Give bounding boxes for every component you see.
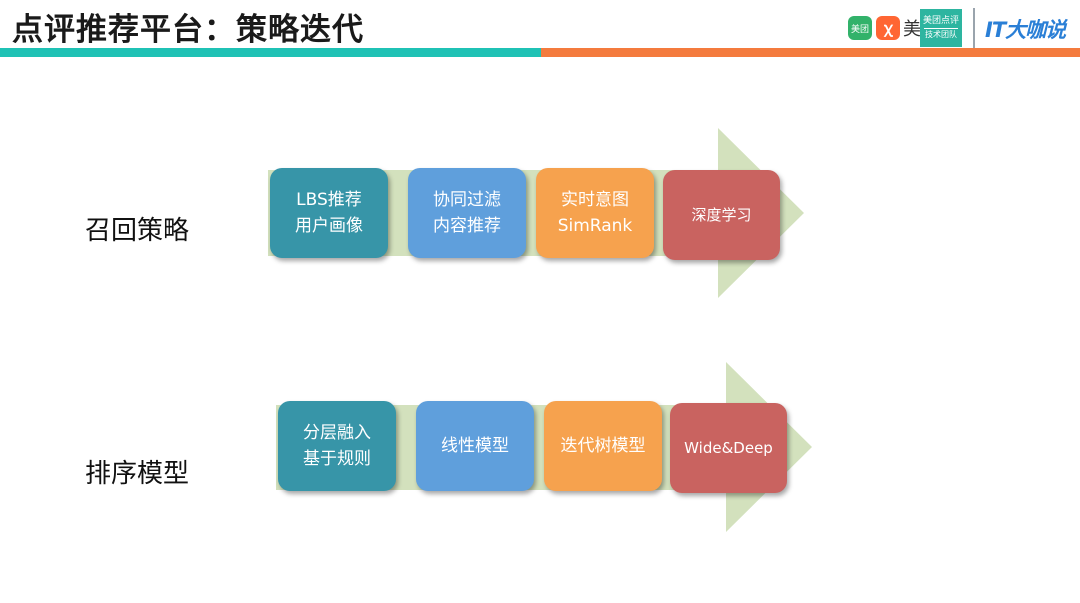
mei-char: 美	[903, 19, 921, 40]
logo-separator	[973, 8, 975, 48]
dianping-logo-icon: ꭓ	[876, 16, 900, 40]
recall-step-4: 深度学习	[663, 170, 780, 260]
ranking-step-1-line1: 分层融入	[303, 423, 371, 443]
ranking-step-2-line1: 线性模型	[441, 436, 509, 456]
recall-step-2: 协同过滤 内容推荐	[408, 168, 526, 258]
recall-step-3-line2: SimRank	[557, 216, 633, 236]
meituan-logo-icon: 美团	[848, 16, 872, 40]
row-label-recall: 召回策略	[85, 216, 190, 246]
header-bar-teal	[0, 48, 541, 57]
ranking-step-1: 分层融入 基于规则	[278, 401, 396, 491]
page-title: 点评推荐平台：策略迭代	[12, 12, 364, 48]
ranking-step-1-line2: 基于规则	[303, 449, 371, 469]
recall-step-1: LBS推荐 用户画像	[270, 168, 388, 258]
ranking-step-2: 线性模型	[416, 401, 534, 491]
ranking-step-4: Wide&Deep	[670, 403, 787, 493]
tech-team-line1: 美团点评	[922, 16, 959, 26]
ranking-step-3: 迭代树模型	[544, 401, 662, 491]
meituan-logo-text: 美团	[850, 24, 869, 35]
recall-step-4-line1: 深度学习	[691, 206, 752, 224]
header-bar-orange	[541, 48, 1080, 57]
ranking-step-4-line1: Wide&Deep	[684, 439, 773, 457]
recall-step-2-line1: 协同过滤	[433, 190, 501, 210]
recall-step-3-line1: 实时意图	[561, 190, 629, 210]
tech-team-line2: 技术团队	[924, 28, 958, 39]
row-label-ranking: 排序模型	[85, 459, 190, 489]
ranking-step-3-line1: 迭代树模型	[560, 436, 646, 456]
recall-step-1-line1: LBS推荐	[296, 190, 362, 210]
recall-step-1-line2: 用户画像	[295, 216, 363, 236]
recall-step-2-line2: 内容推荐	[433, 216, 501, 236]
recall-step-3: 实时意图 SimRank	[536, 168, 654, 258]
tech-team-logo: 美团点评 技术团队	[920, 9, 962, 47]
it-brand-logo: IT大咖说	[985, 18, 1066, 42]
